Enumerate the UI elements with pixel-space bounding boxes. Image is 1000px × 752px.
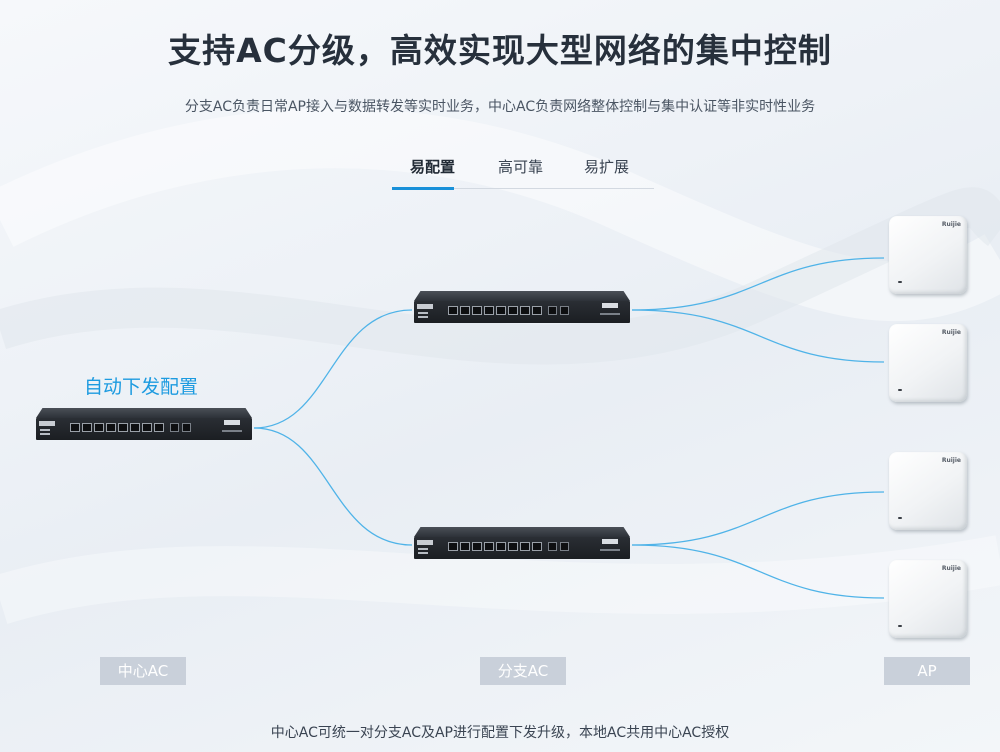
tab-high-reliability[interactable]: 高可靠	[498, 158, 544, 176]
tab-active-indicator	[392, 187, 454, 190]
brand-logo-icon: Ruijie	[941, 565, 961, 572]
tab-easy-expansion[interactable]: 易扩展	[584, 158, 630, 176]
status-led-icon	[898, 281, 902, 283]
page-subtitle: 分支AC负责日常AP接入与数据转发等实时业务，中心AC负责网络整体控制与集中认证…	[184, 99, 816, 115]
footer-caption: 中心AC可统一对分支AC及AP进行配置下发升级，本地AC共用中心AC授权	[270, 725, 730, 741]
status-led-icon	[898, 517, 902, 519]
access-point-1: Ruijie	[889, 216, 967, 294]
link-center-to-branch-bottom	[253, 427, 413, 546]
tab-easy-config[interactable]: 易配置	[410, 158, 456, 176]
brand-logo-icon	[602, 303, 618, 308]
link-branch-bottom-to-ap3	[631, 491, 885, 546]
status-led-icon	[898, 625, 902, 627]
brand-logo-icon	[417, 304, 433, 309]
label-branch-ac: 分支AC	[480, 657, 566, 685]
brand-logo-icon: Ruijie	[941, 457, 961, 464]
label-ap: AP	[884, 657, 970, 685]
auto-config-label: 自动下发配置	[84, 376, 199, 398]
link-branch-top-to-ap2	[631, 309, 885, 363]
brand-logo-icon: Ruijie	[941, 221, 961, 228]
status-led-icon	[898, 389, 902, 391]
tab-bar: 易配置 高可靠 易扩展	[392, 150, 654, 190]
brand-logo-icon	[39, 421, 55, 426]
branch-ac-device-bottom	[414, 527, 630, 561]
brand-logo-icon	[417, 540, 433, 545]
link-branch-top-to-ap1	[631, 257, 885, 311]
branch-ac-device-top	[414, 291, 630, 325]
page-title: 支持AC分级，高效实现大型网络的集中控制	[168, 31, 832, 70]
access-point-3: Ruijie	[889, 452, 967, 530]
brand-logo-icon: Ruijie	[941, 329, 961, 336]
label-center-ac: 中心AC	[100, 657, 186, 685]
brand-logo-icon	[224, 420, 240, 425]
access-point-4: Ruijie	[889, 560, 967, 638]
brand-logo-icon	[602, 539, 618, 544]
link-branch-bottom-to-ap4	[631, 544, 885, 599]
center-ac-device	[36, 408, 252, 442]
access-point-2: Ruijie	[889, 324, 967, 402]
link-center-to-branch-top	[253, 309, 413, 429]
